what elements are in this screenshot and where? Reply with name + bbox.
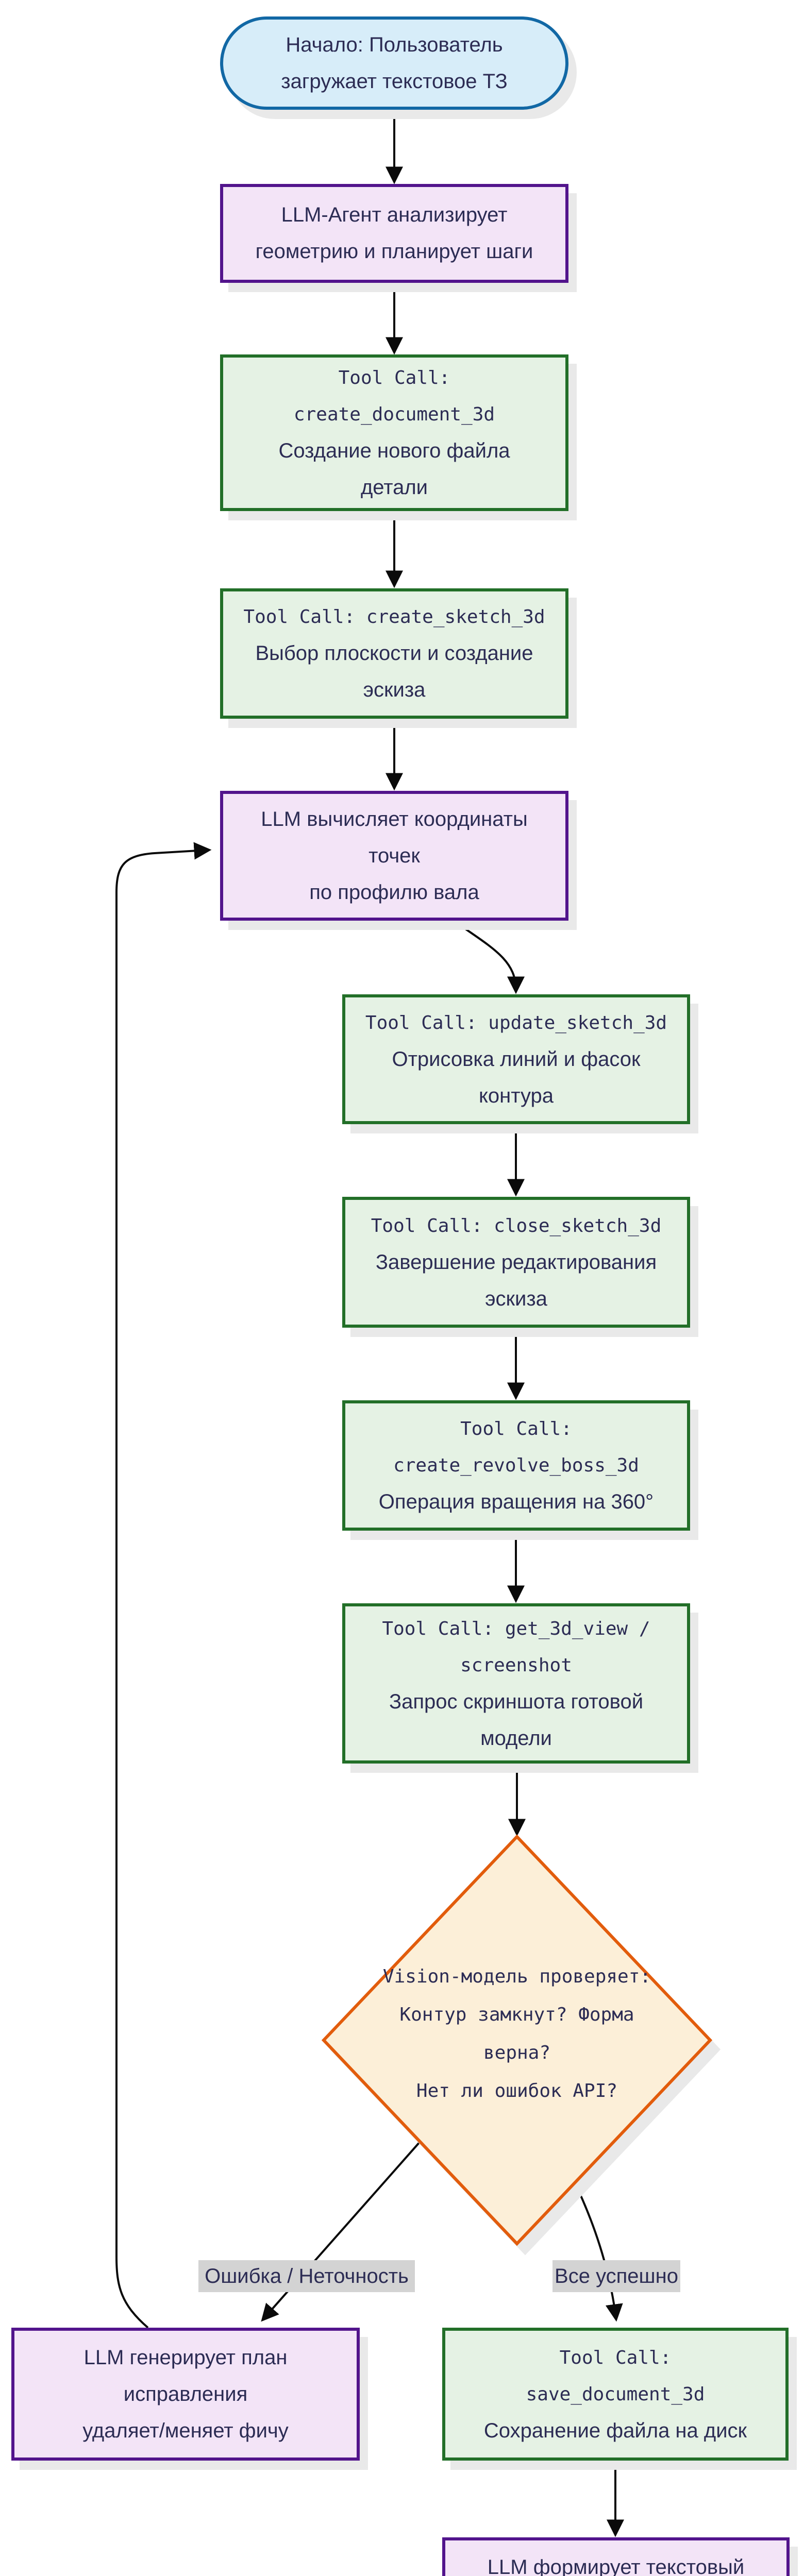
node-tool-close-sketch-line: эскиза [485,1287,547,1310]
node-llm-report: LLM формирует текстовыйотчето проделанно… [442,2537,790,2576]
node-tool-create-revolve-line: Tool Call: [460,1418,572,1439]
node-llm-analyze-line: геометрию и планирует шаги [255,240,533,263]
node-tool-create-sketch-line: Tool Call: create_sketch_3d [243,606,545,628]
node-decision-vision-check-line: Нет ли ошибок API? [416,2080,618,2102]
node-llm-analyze: LLM-Агент анализирует геометрию и планиру… [220,184,568,283]
edge-decision-to-save [574,2182,623,2322]
node-start-line: загружает текстовое ТЗ [281,70,508,93]
node-decision-vision-check-line: верна? [483,2042,551,2063]
node-llm-fix-plan-line: LLM генерирует план [83,2346,288,2369]
node-tool-create-document-line: Создание нового файла [278,439,510,462]
node-llm-fix-plan-line: исправления [123,2382,248,2405]
node-llm-analyze-line: LLM-Агент анализирует [281,204,508,226]
node-start-line: Начало: Пользователь [286,33,503,56]
node-tool-get-3d-view-line: модели [480,1726,552,1750]
node-tool-create-document-line: детали [360,476,428,499]
node-tool-save-document-line: save_document_3d [526,2383,705,2405]
node-decision-vision-check: Vision-модель проверяет: Контур замкнут? … [357,1958,677,2110]
node-tool-create-document-line: Tool Call: [338,367,450,388]
node-llm-report-line: LLM формирует текстовый [487,2555,745,2576]
node-llm-fix-plan-line: удаляет/меняет фичу [82,2419,289,2442]
node-llm-calc-coordinates: LLM вычисляет координаты точек по профилю … [220,791,568,921]
node-llm-calc-coordinates-line: LLM вычисляет координаты [261,807,528,831]
node-decision-vision-check-shape [321,1834,713,2246]
node-tool-close-sketch-line: Завершение редактирования [375,1250,657,1274]
node-start: Начало: Пользователь загружает текстовое … [220,16,568,110]
node-tool-get-3d-view-line: screenshot [460,1654,572,1676]
edge-label-success: Все успешно [552,2260,680,2292]
node-tool-update-sketch-line: Tool Call: update_sketch_3d [365,1012,667,1033]
edge-label-error: Ошибка / Неточность [198,2260,415,2292]
node-tool-create-sketch-line: Выбор плоскости и создание [255,642,533,665]
node-tool-create-sketch-line: эскиза [363,679,426,701]
node-tool-get-3d-view-line: Tool Call: get_3d_view / [382,1618,650,1639]
node-tool-save-document-line: Сохранение файла на диск [483,2419,747,2442]
node-tool-update-sketch-line: Отрисовка линий и фасок [392,1047,641,1071]
node-llm-calc-coordinates-line: по профилю вала [309,880,479,904]
node-tool-update-sketch-line: контура [478,1084,554,1107]
node-tool-save-document-line: Tool Call: [559,2347,672,2368]
node-tool-get-3d-view-line: Запрос скриншота готовой [389,1690,644,1713]
node-decision-vision-check-line: Vision-модель проверяет: [382,1966,651,1987]
node-tool-create-document-line: create_document_3d [293,404,495,425]
edge-fix-loopback-to-calc [115,842,212,2329]
edge-calc-to-update [453,920,525,994]
node-tool-close-sketch-line: Tool Call: close_sketch_3d [371,1215,662,1236]
node-llm-fix-plan: LLM генерирует план исправления удаляет/ме… [11,2328,360,2461]
node-tool-create-revolve-line: create_revolve_boss_3d [393,1455,639,1476]
node-decision-vision-check-line: Контур замкнут? Форма [399,2004,634,2025]
node-llm-calc-coordinates-line: точек [368,844,420,867]
node-tool-create-revolve-line: Операция вращения на 360° [378,1490,654,1513]
